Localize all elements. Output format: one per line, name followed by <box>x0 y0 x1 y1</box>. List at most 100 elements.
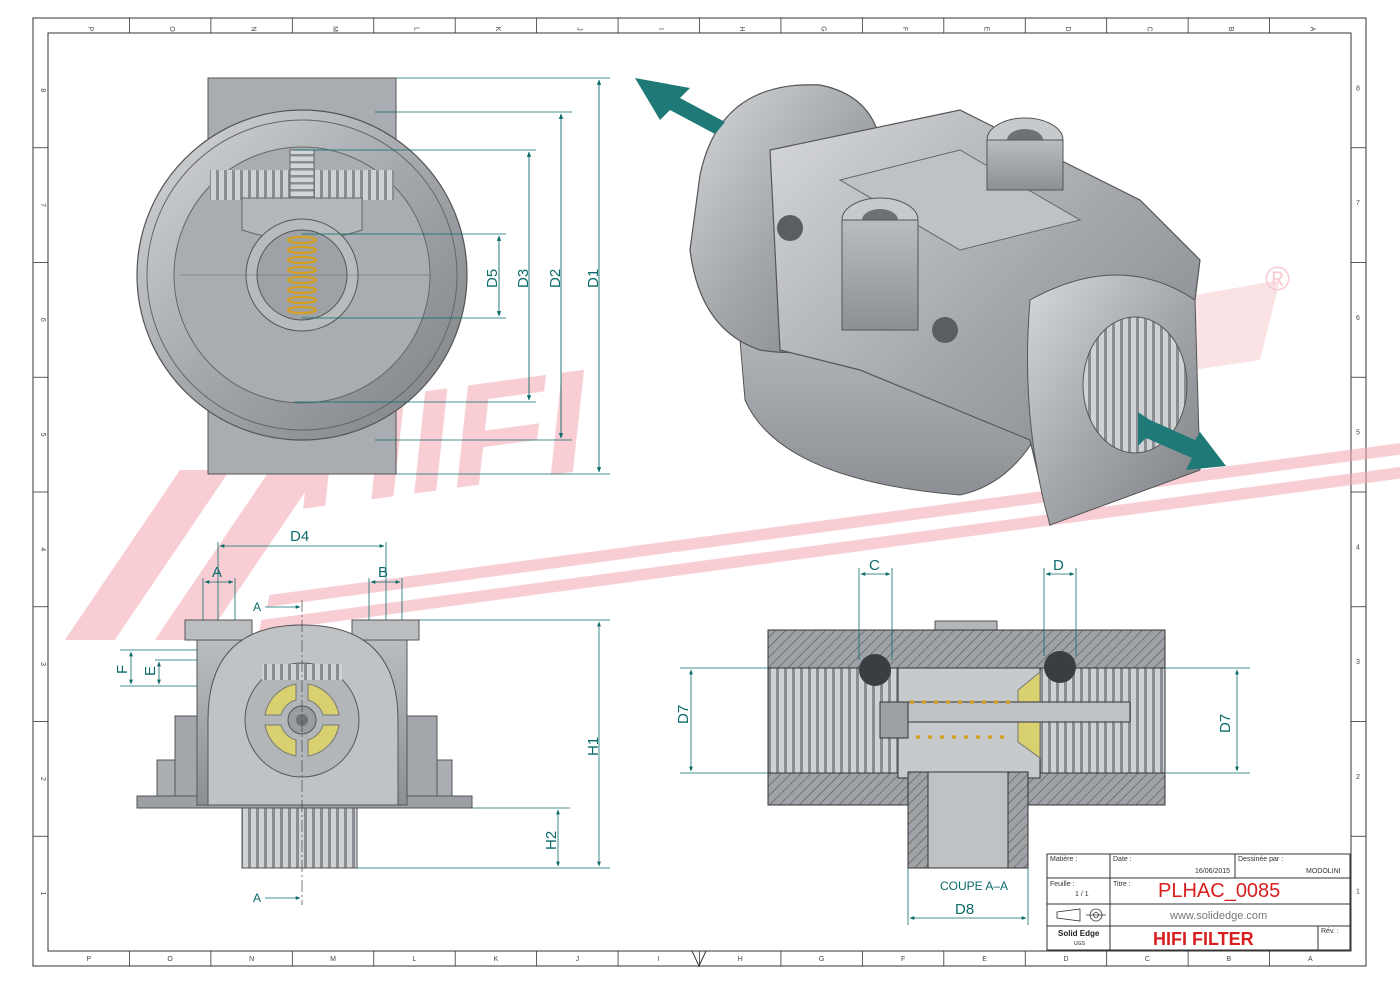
isometric-view <box>635 78 1226 527</box>
zone-label: 8 <box>39 88 46 92</box>
centering-mark-icon <box>691 950 707 968</box>
revision-label: Rév. : <box>1321 928 1339 935</box>
zone-label: A <box>1308 956 1313 963</box>
date-value: 16/06/2015 <box>1195 868 1230 875</box>
zone-label: L <box>412 27 419 31</box>
zone-label: O <box>168 26 175 32</box>
dim-d: D <box>1053 557 1064 574</box>
dim-d7-right: D7 <box>1217 714 1234 733</box>
zone-label: J <box>576 956 580 963</box>
dim-d1: D1 <box>585 269 602 288</box>
zone-label: M <box>330 956 336 963</box>
section-caption: COUPE A–A <box>940 879 1008 893</box>
flow-arrow-outlet-icon <box>635 78 725 134</box>
inlet-port <box>1082 316 1188 454</box>
dim-e: E <box>142 666 159 676</box>
zone-label: H <box>738 956 743 963</box>
zone-label: F <box>901 27 908 31</box>
website: www.solidedge.com <box>1169 910 1267 922</box>
zone-label: 5 <box>39 433 46 437</box>
software-name: Solid Edge <box>1058 929 1100 938</box>
zone-label: M <box>331 26 338 32</box>
hex-socket-icon <box>932 317 958 343</box>
zone-label: E <box>982 956 987 963</box>
zone-label: 3 <box>39 662 46 666</box>
zone-label: 3 <box>1356 659 1360 666</box>
zone-label: D <box>1064 26 1071 31</box>
dim-d4: D4 <box>290 528 309 545</box>
zone-label: F <box>901 956 905 963</box>
zone-label: 6 <box>1356 315 1360 322</box>
zone-label: 2 <box>1356 774 1360 781</box>
zone-label: N <box>249 956 254 963</box>
zone-label: E <box>983 27 990 32</box>
dim-d7-left: D7 <box>675 705 692 724</box>
zone-label: C <box>1145 26 1152 31</box>
zone-label: L <box>413 956 417 963</box>
zone-label: 1 <box>1356 889 1360 896</box>
sheet-label: Feuille : <box>1050 881 1075 888</box>
section-view: C D D7 D7 D8 COUPE A–A <box>675 557 1250 925</box>
date-label: Date : <box>1113 856 1132 863</box>
title-block: Matière : Date : 16/06/2015 Dessinée par… <box>1046 853 1351 951</box>
zone-label: B <box>1227 956 1232 963</box>
spring-section <box>910 700 1010 739</box>
zone-label: 1 <box>39 892 46 896</box>
title-label: Titre : <box>1113 881 1131 888</box>
drawing-number: PLHAC_0085 <box>1158 880 1280 902</box>
drawer-value: MODOLINI <box>1306 868 1341 875</box>
spring-top-view <box>286 235 318 315</box>
drawer-label: Dessinée par : <box>1238 856 1283 863</box>
zone-label: K <box>494 27 501 32</box>
zone-label: J <box>575 27 582 31</box>
zone-label: P <box>86 956 91 963</box>
zone-label: D <box>1063 956 1068 963</box>
zone-label: O <box>167 956 173 963</box>
zone-label: 6 <box>39 318 46 322</box>
material-label: Matière : <box>1050 856 1077 863</box>
dim-b: B <box>378 564 388 581</box>
dim-d8: D8 <box>955 901 974 918</box>
sheet-value: 1 / 1 <box>1075 891 1089 898</box>
zone-label: G <box>819 956 824 963</box>
zone-numbers-right: 8 7 6 5 4 3 2 1 <box>1351 85 1366 896</box>
zone-label: I <box>658 956 660 963</box>
section-mark-bottom: A <box>253 891 261 905</box>
zone-label: C <box>1145 956 1150 963</box>
dim-f: F <box>114 665 131 674</box>
zone-numbers-left: 8 7 6 5 4 3 2 1 <box>33 88 48 896</box>
zone-label: 2 <box>39 777 46 781</box>
dim-a: A <box>212 564 222 581</box>
zone-label: B <box>1227 27 1234 32</box>
flow-arrow-inlet-icon <box>1138 412 1226 470</box>
dim-d3: D3 <box>515 269 532 288</box>
zone-label: G <box>820 26 827 31</box>
zone-label: P <box>87 27 94 32</box>
zone-label: 7 <box>1356 200 1360 207</box>
projection-symbol-icon <box>1056 908 1106 922</box>
zone-label: 5 <box>1356 430 1360 437</box>
zone-label: 7 <box>39 203 46 207</box>
dim-d5: D5 <box>484 269 501 288</box>
company-name: HIFI FILTER <box>1153 929 1254 949</box>
zone-label: 8 <box>1356 85 1360 92</box>
top-view: D1 D2 D3 D5 <box>136 77 610 475</box>
zone-label: K <box>494 956 499 963</box>
threaded-spigot <box>241 807 358 869</box>
zone-label: N <box>250 26 257 31</box>
zone-label: I <box>657 28 664 30</box>
zone-label: 4 <box>1356 544 1360 551</box>
dim-c: C <box>869 557 880 574</box>
zone-label: 4 <box>39 547 46 551</box>
zone-label: H <box>738 26 745 31</box>
dim-h2: H2 <box>543 831 560 850</box>
dim-h1: H1 <box>585 737 602 756</box>
zone-label: A <box>1308 27 1315 32</box>
hex-socket-icon <box>777 215 803 241</box>
front-view: D4 A B F E H1 H2 A A <box>114 528 610 905</box>
dim-d2: D2 <box>547 269 564 288</box>
watermark-registered-mark: ® <box>1265 260 1290 298</box>
